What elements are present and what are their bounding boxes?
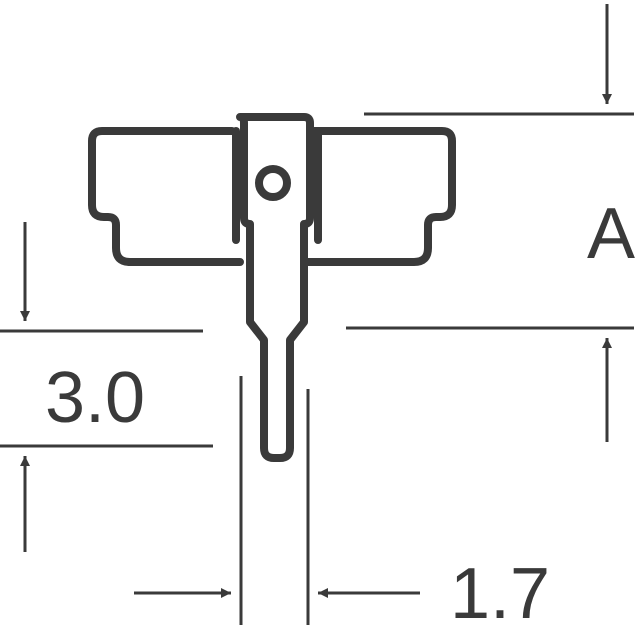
dim-label-a: A	[587, 194, 635, 274]
dim-label-pin-width: 1.7	[450, 554, 550, 634]
terminal-tab	[236, 113, 314, 462]
housing-outline-right	[300, 127, 456, 266]
housing-outline	[88, 127, 244, 266]
dim-label-pin-length: 3.0	[45, 358, 145, 438]
terminal-hole	[255, 165, 291, 201]
